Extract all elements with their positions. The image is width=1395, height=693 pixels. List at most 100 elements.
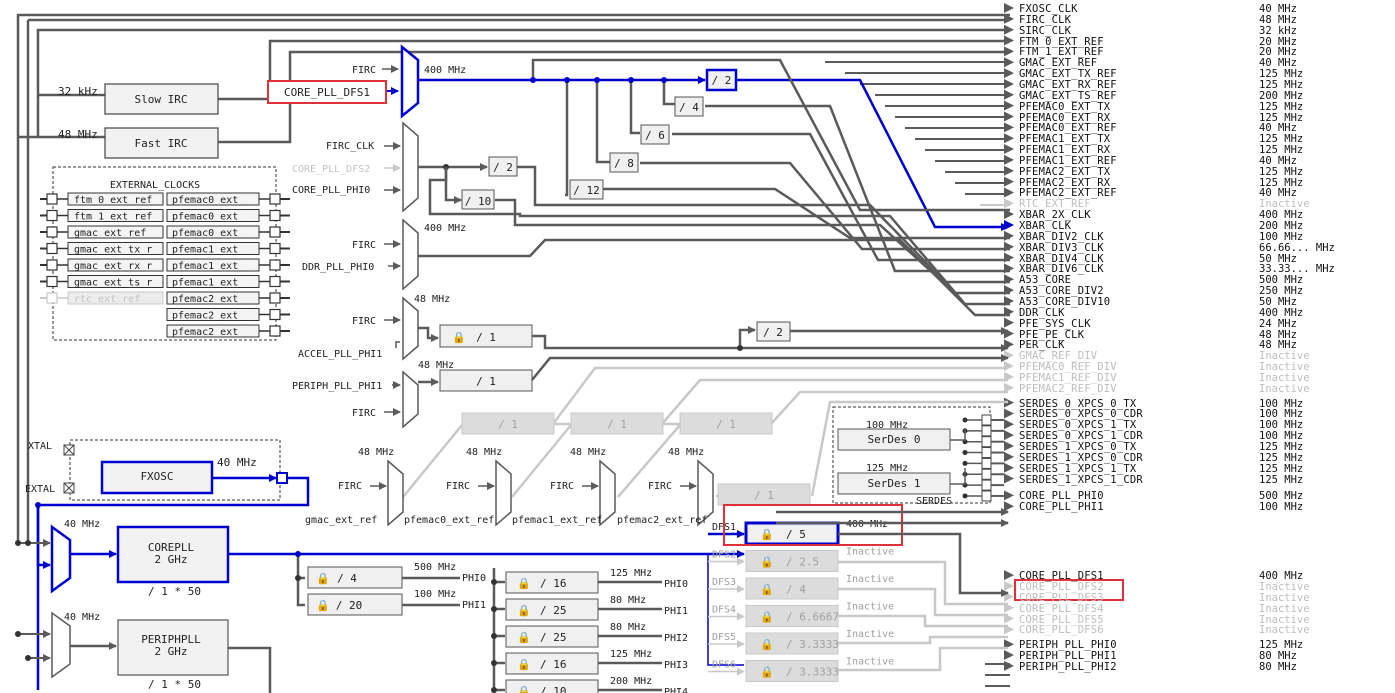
output-row: SERDES_0_XPCS_0_TX 100 MHz (1019, 397, 1395, 410)
dfs-label: DFS6 (712, 660, 736, 671)
output-highlight (1014, 579, 1124, 601)
lock-icon: 🔒 (760, 528, 774, 541)
ext-clock-left-label: gmac_ext_rx_r (74, 261, 152, 272)
xbar-mux-in-firc: FIRC (352, 65, 376, 76)
output-arrow-icon (1004, 209, 1014, 220)
slow-irc-block: Slow IRC 32 kHz (58, 83, 219, 115)
output-arrow-icon (1004, 230, 1014, 241)
a53-mux-in-dfs2: CORE_PLL_DFS2 (292, 164, 370, 175)
lock-icon: 🔒 (760, 583, 774, 596)
output-name: SERDES_1_XPCS_1_TX (1019, 462, 1137, 475)
accel-mux-in-firc: FIRC (352, 316, 376, 327)
output-name: SERDES_0_XPCS_0_TX (1019, 397, 1137, 410)
output-name: PFEMAC1_EXT_RX (1019, 144, 1111, 157)
output-freq: 125 MHz (1259, 100, 1304, 113)
a53-div-b: / 10 (465, 195, 492, 208)
output-name: PFEMAC0_EXT_REF (1019, 122, 1117, 135)
output-name: PERIPH_PLL_PHI0 (1019, 639, 1117, 652)
output-arrow-icon (1004, 501, 1014, 512)
output-arrows (1004, 3, 1014, 671)
output-freq: 50 MHz (1259, 295, 1297, 308)
ext-clock-wires (825, 61, 1010, 195)
output-name: SERDES_1_XPCS_0_TX (1019, 441, 1137, 453)
output-name: SERDES_0_XPCS_0_CDR (1019, 408, 1143, 421)
output-freq: 400 MHz (1259, 306, 1304, 319)
output-freq: 48 MHz (1259, 13, 1297, 26)
output-freq: 100 MHz (1259, 419, 1304, 432)
ext-clock-left-label: gmac_ext_ref (74, 228, 146, 239)
serdes0-freq: 100 MHz (866, 420, 908, 431)
mac-mux-ext: pfemac1_ext_ref (512, 515, 602, 526)
output-freq: 24 MHz (1259, 317, 1297, 330)
mac-mux-ext: gmac_ext_ref (305, 515, 377, 526)
fast-irc-label: Fast IRC (135, 137, 188, 150)
a53-mux-in-phi0: CORE_PLL_PHI0 (292, 185, 370, 196)
dfs-freq: Inactive (846, 547, 894, 558)
output-freq: 125 MHz (1259, 462, 1304, 475)
lock-icon: 🔒 (760, 611, 774, 624)
serdes-group: 100 MHz SerDes 0 125 MHz SerDes 1 SERDES (832, 406, 1004, 507)
output-arrow-icon (1004, 660, 1014, 671)
output-freq: 80 MHz (1259, 660, 1297, 673)
mac-mux-ext: pfemac0_ext_ref (404, 515, 494, 526)
output-freq: 500 MHz (1259, 490, 1304, 503)
output-arrow-icon (1004, 490, 1014, 501)
output-name: CORE_PLL_DFS1 (1019, 570, 1104, 583)
output-name: SERDES_1_XPCS_1_CDR (1019, 473, 1143, 486)
serdes-title: SERDES (916, 496, 952, 507)
output-freq: 40 MHz (1259, 57, 1297, 70)
corepll-phi0-label: PHI0 (462, 573, 486, 584)
lock-icon: 🔒 (316, 599, 330, 612)
corepll-name: COREPLL (148, 541, 195, 554)
output-arrow-icon (1004, 361, 1014, 372)
output-freq: Inactive (1259, 371, 1310, 384)
output-arrow-icon (1004, 397, 1014, 408)
output-freq: 200 MHz (1259, 220, 1304, 232)
mac-mux-freq: 48 MHz (668, 447, 704, 458)
ext-clock-right-label: pfemac2_ext_ (172, 327, 245, 338)
output-freq: 100 MHz (1259, 430, 1304, 443)
output-arrow-icon (1004, 430, 1014, 441)
output-arrow-icon (1004, 451, 1014, 462)
output-arrow-icon (1004, 580, 1014, 591)
output-arrow-icon (1004, 187, 1014, 198)
output-name: CORE_PLL_DFS6 (1019, 624, 1104, 637)
output-freq: 125 MHz (1259, 451, 1304, 464)
output-name: PFEMAC1_EXT_REF (1019, 154, 1117, 167)
output-name: RTC_EXT_REF (1019, 198, 1091, 211)
output-freq: 125 MHz (1259, 176, 1304, 189)
output-arrow-icon (1004, 419, 1014, 430)
mac-divider-label: / 1 (754, 489, 774, 502)
mac-mux-firc: FIRC (446, 481, 470, 492)
mac-mux-firc: FIRC (648, 481, 672, 492)
output-name: XBAR_DIV4_CLK (1019, 252, 1104, 265)
ext-clock-left-label: rtc_ext_ref (74, 294, 140, 305)
output-arrow-icon (1004, 317, 1014, 328)
output-freq: 125 MHz (1259, 78, 1304, 91)
output-row: SERDES_1_XPCS_1_TX 125 MHz (1019, 462, 1395, 475)
a53-mux-in-firc: FIRC_CLK (326, 141, 374, 152)
output-name: XBAR_2X_CLK (1019, 209, 1091, 222)
output-freq: 250 MHz (1259, 285, 1304, 298)
output-freq: Inactive (1259, 613, 1310, 626)
lock-icon: 🔒 (316, 572, 330, 585)
output-freq: 125 MHz (1259, 441, 1304, 453)
accel-mux-in-phi1: ACCEL_PLL_PHI1 (298, 349, 382, 360)
output-name: PFE_SYS_CLK (1019, 317, 1091, 330)
dfs-divider-label: / 5 (786, 528, 806, 541)
xbar-divider-label: / 6 (645, 129, 665, 142)
lock-icon: 🔒 (517, 577, 531, 590)
output-freq: 100 MHz (1259, 397, 1304, 410)
mac-ref-wires (402, 366, 1008, 498)
